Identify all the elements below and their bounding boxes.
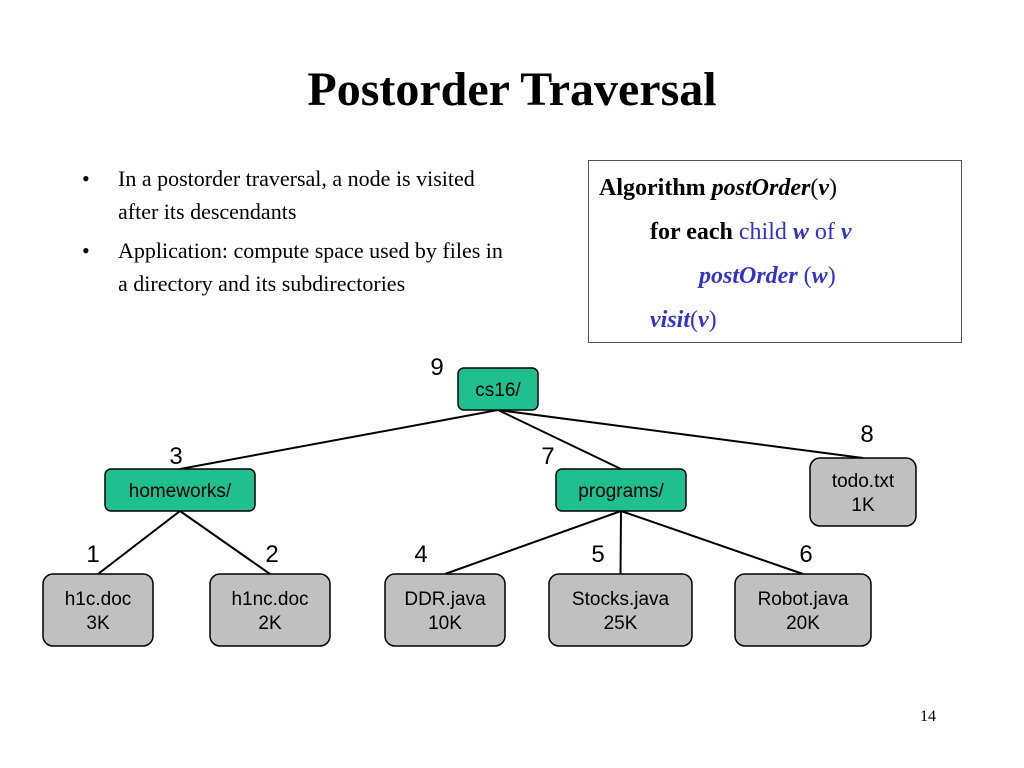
node-label: Stocks.java xyxy=(572,589,670,610)
visit-order-number: 8 xyxy=(860,421,873,448)
call-arg: w xyxy=(811,263,828,289)
algorithm-header: Algorithm postOrder(v) xyxy=(599,173,837,203)
function-name: postOrder xyxy=(711,175,811,201)
var-v: v xyxy=(840,219,852,245)
keyword-for-each: for each xyxy=(650,219,733,245)
bullet-item: • In a postorder traversal, a node is vi… xyxy=(78,162,518,228)
visit-order-number: 5 xyxy=(591,541,604,568)
visit-order-number: 3 xyxy=(169,443,182,470)
node-label: todo.txt xyxy=(832,471,895,492)
visit-order-number: 7 xyxy=(541,443,554,470)
tree-node-h1c: h1c.doc 3K 1 xyxy=(42,541,154,647)
node-size: 1K xyxy=(851,495,875,516)
visit-order-number: 2 xyxy=(265,541,278,568)
tree-node-cs16: cs16/9 xyxy=(430,354,539,411)
bullet-icon: • xyxy=(82,238,90,263)
tree-node-robot: Robot.java 20K 6 xyxy=(734,541,872,647)
var-w: w xyxy=(792,219,809,245)
keyword-child: child xyxy=(738,219,787,245)
bullet-icon: • xyxy=(82,166,90,191)
tree-edge-cs16-todo xyxy=(497,409,864,459)
node-label: homeworks/ xyxy=(129,481,232,502)
node-size: 20K xyxy=(786,613,820,634)
algorithm-loop-line: for each child w of v xyxy=(650,217,852,247)
folder-box xyxy=(457,367,539,411)
node-label: DDR.java xyxy=(404,589,486,610)
tree-edge-programs-stocks xyxy=(619,510,622,575)
slide-title: Postorder Traversal xyxy=(307,63,717,116)
tree-edge-homeworks-h1c xyxy=(97,510,181,575)
page-number: 14 xyxy=(920,708,936,725)
file-box xyxy=(384,573,506,647)
visit-arg: v xyxy=(698,307,709,333)
node-size: 10K xyxy=(428,613,462,634)
folder-box xyxy=(104,468,256,512)
node-size: 25K xyxy=(604,613,638,634)
folder-box xyxy=(555,468,687,512)
tree-edge-cs16-programs xyxy=(497,409,622,470)
bullet-list: • In a postorder traversal, a node is vi… xyxy=(78,162,518,306)
node-size: 2K xyxy=(258,613,282,634)
param-v: v xyxy=(818,175,829,201)
bullet-text: Application: compute space used by files… xyxy=(118,238,503,296)
tree-node-h1nc: h1nc.doc 2K 2 xyxy=(209,541,331,647)
file-box xyxy=(809,457,917,527)
paren-open: ( xyxy=(803,263,812,289)
keyword-algorithm: Algorithm xyxy=(599,175,706,201)
tree-node-programs: programs/7 xyxy=(541,443,687,512)
algorithm-box: Algorithm postOrder(v) for each child w … xyxy=(588,160,962,343)
file-box xyxy=(209,573,331,647)
paren-open: ( xyxy=(810,175,819,201)
paren-close: ) xyxy=(828,175,837,201)
keyword-of: of xyxy=(814,219,835,245)
visit-order-number: 6 xyxy=(799,541,812,568)
bullet-text: In a postorder traversal, a node is visi… xyxy=(118,166,475,224)
node-label: h1c.doc xyxy=(65,589,132,610)
file-box xyxy=(548,573,693,647)
visit-order-number: 1 xyxy=(86,541,99,568)
visit-order-number: 9 xyxy=(430,354,443,381)
tree-edge-homeworks-h1nc xyxy=(179,510,271,575)
algorithm-recursive-call: postOrder (w) xyxy=(699,261,836,291)
algorithm-visit-line: visit(v) xyxy=(650,305,717,335)
visit-order-number: 4 xyxy=(414,541,427,568)
bullet-item: • Application: compute space used by fil… xyxy=(78,234,518,300)
file-box xyxy=(734,573,872,647)
paren-close: ) xyxy=(708,307,717,333)
tree-edge-programs-robot xyxy=(620,510,804,575)
call-name: postOrder xyxy=(699,263,798,289)
node-label: h1nc.doc xyxy=(231,589,308,610)
node-size: 3K xyxy=(86,613,110,634)
tree-node-ddr: DDR.java 10K 4 xyxy=(384,541,506,647)
tree-edge-cs16-homeworks xyxy=(179,409,499,470)
node-label: cs16/ xyxy=(475,380,521,401)
node-label: programs/ xyxy=(578,481,664,502)
visit-name: visit xyxy=(650,307,690,333)
paren-close: ) xyxy=(827,263,836,289)
tree-node-stocks: Stocks.java 25K 5 xyxy=(548,541,693,647)
tree-edge-programs-ddr xyxy=(444,510,622,575)
tree-node-homeworks: homeworks/3 xyxy=(104,443,256,512)
node-label: Robot.java xyxy=(758,589,849,610)
tree-node-todo: todo.txt 1K 8 xyxy=(809,421,917,527)
paren-open: ( xyxy=(690,307,698,333)
file-box xyxy=(42,573,154,647)
